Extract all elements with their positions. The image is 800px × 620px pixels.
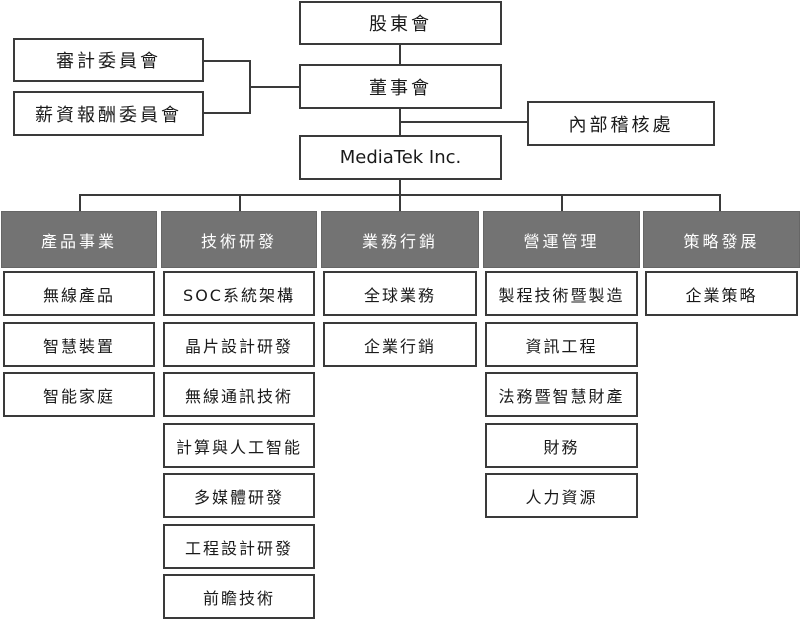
shareholders-box: 股東會	[299, 1, 502, 45]
connector-line	[399, 194, 401, 212]
connector-line	[251, 86, 300, 88]
department-header: 產品事業	[1, 211, 157, 268]
connector-line	[203, 112, 251, 114]
unit-box: 財務	[485, 423, 638, 468]
department-header: 營運管理	[483, 211, 640, 268]
unit-box: 計算與人工智能	[163, 423, 315, 468]
connector-line	[399, 44, 401, 65]
unit-box: 法務暨智慧財產	[485, 372, 638, 417]
department-header: 技術研發	[161, 211, 317, 268]
unit-box: 人力資源	[485, 473, 638, 518]
connector-line	[203, 60, 251, 62]
unit-box: 全球業務	[323, 271, 477, 316]
unit-box: 無線通訊技術	[163, 372, 315, 417]
unit-box: 企業策略	[645, 271, 798, 316]
company-box: MediaTek Inc.	[299, 135, 502, 180]
unit-box: 晶片設計研發	[163, 322, 315, 367]
internal-audit-box: 內部稽核處	[527, 101, 715, 146]
connector-line	[399, 179, 401, 195]
connector-line	[239, 194, 241, 212]
unit-box: 企業行銷	[323, 322, 477, 367]
unit-box: SOC系統架構	[163, 271, 315, 316]
board-box: 董事會	[299, 64, 502, 109]
connector-line	[719, 194, 721, 212]
audit-committee-box: 審計委員會	[13, 38, 204, 82]
unit-box: 工程設計研發	[163, 524, 315, 569]
unit-box: 製程技術暨製造	[485, 271, 638, 316]
unit-box: 無線產品	[3, 271, 155, 316]
department-header: 業務行銷	[321, 211, 479, 268]
connector-line	[401, 121, 528, 123]
connector-line	[249, 60, 251, 114]
connector-line	[399, 108, 401, 136]
unit-box: 多媒體研發	[163, 473, 315, 518]
unit-box: 智慧裝置	[3, 322, 155, 367]
unit-box: 資訊工程	[485, 322, 638, 367]
connector-line	[561, 194, 563, 212]
compensation-committee-box: 薪資報酬委員會	[13, 91, 204, 136]
connector-line	[79, 194, 81, 212]
department-header: 策略發展	[643, 211, 800, 268]
unit-box: 智能家庭	[3, 372, 155, 417]
unit-box: 前瞻技術	[163, 574, 315, 619]
